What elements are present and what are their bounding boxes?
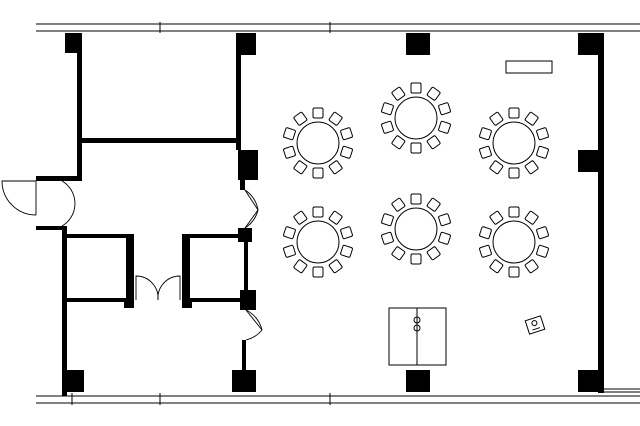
chair (536, 226, 549, 240)
round-table (283, 206, 353, 278)
chair (328, 111, 343, 126)
table-top (296, 220, 340, 264)
chair (340, 244, 353, 258)
chair (489, 259, 504, 274)
chair (328, 210, 343, 225)
round-table (479, 107, 549, 179)
table-top (492, 220, 536, 264)
chair (479, 127, 492, 141)
chair (426, 246, 441, 261)
chair (391, 246, 406, 261)
chair (508, 167, 520, 179)
table-top (394, 96, 438, 140)
chair (426, 197, 441, 212)
chair (391, 86, 406, 101)
chair (312, 107, 324, 119)
outer-wall-lines (36, 22, 640, 405)
chair (410, 253, 422, 265)
chair (524, 210, 539, 225)
chair (283, 145, 296, 159)
chair (479, 145, 492, 159)
table-top (296, 121, 340, 165)
chair (479, 244, 492, 258)
chair (438, 102, 451, 116)
chair (381, 102, 394, 116)
round-table (381, 82, 451, 154)
microphone-icon (524, 315, 546, 335)
table-top (394, 207, 438, 251)
chair (489, 160, 504, 175)
chair (536, 145, 549, 159)
columns (62, 33, 602, 392)
chair (312, 206, 324, 218)
chair (340, 145, 353, 159)
round-table (479, 206, 549, 278)
chair (340, 226, 353, 240)
chair (283, 226, 296, 240)
chair (438, 231, 451, 245)
chair (283, 244, 296, 258)
chair (381, 213, 394, 227)
chair (293, 210, 308, 225)
chair (328, 160, 343, 175)
chair (381, 120, 394, 134)
chair (489, 210, 504, 225)
chair (381, 231, 394, 245)
chair (391, 197, 406, 212)
chair (410, 82, 422, 94)
chair (508, 107, 520, 119)
chair (489, 111, 504, 126)
chair (508, 266, 520, 278)
chair (536, 244, 549, 258)
round-tables (283, 82, 549, 278)
chair (438, 213, 451, 227)
chair (524, 160, 539, 175)
chair (536, 127, 549, 141)
stage-table (505, 60, 553, 74)
round-table (381, 193, 451, 265)
chair (391, 135, 406, 150)
round-table (283, 107, 353, 179)
chair (438, 120, 451, 134)
chair (283, 127, 296, 141)
chair (426, 86, 441, 101)
walls (36, 33, 640, 396)
chair (312, 167, 324, 179)
chair (479, 226, 492, 240)
table-top (492, 121, 536, 165)
chair (328, 259, 343, 274)
doors (1, 180, 263, 341)
chair (312, 266, 324, 278)
chair (293, 160, 308, 175)
chair (340, 127, 353, 141)
chair (426, 135, 441, 150)
chair (524, 259, 539, 274)
chair (293, 111, 308, 126)
podium-icon (388, 307, 447, 366)
chair (410, 142, 422, 154)
chair (524, 111, 539, 126)
chair (410, 193, 422, 205)
chair (293, 259, 308, 274)
chair (508, 206, 520, 218)
